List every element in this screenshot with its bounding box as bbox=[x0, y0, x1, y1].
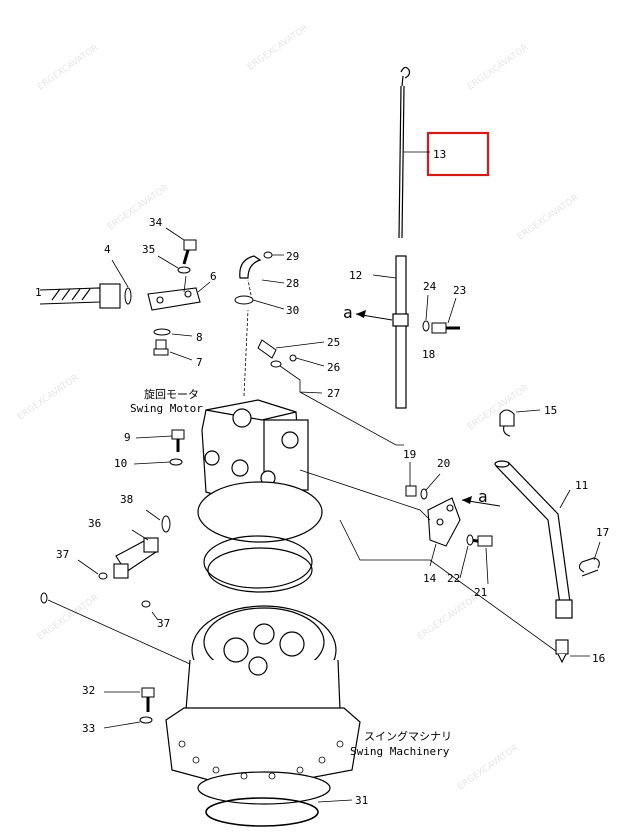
washer-22 bbox=[466, 534, 474, 546]
callout-24: 24 bbox=[423, 280, 437, 293]
callout-17: 17 bbox=[596, 526, 609, 539]
callout-27: 27 bbox=[327, 387, 340, 400]
pipe-11 bbox=[494, 460, 573, 619]
watermark: ERGEXCAVATOR bbox=[246, 23, 311, 72]
watermark: ERGEXCAVATOR bbox=[16, 373, 81, 422]
plug-26 bbox=[289, 354, 297, 362]
callout-12: 12 bbox=[349, 269, 362, 282]
callout-11: 11 bbox=[575, 479, 588, 492]
callout-25: 25 bbox=[327, 336, 340, 349]
callout-6: 6 bbox=[210, 270, 217, 283]
o-ring-30 bbox=[234, 295, 254, 305]
o-ring-motor bbox=[203, 535, 313, 589]
watermark: ERGEXCAVATOR bbox=[516, 193, 581, 242]
callout-1: 1 bbox=[35, 286, 42, 299]
hose-1 bbox=[39, 283, 121, 309]
watermark: ERGEXCAVATOR bbox=[466, 383, 531, 432]
watermark: ERGEXCAVATOR bbox=[466, 43, 531, 92]
swing-machinery-body bbox=[165, 605, 361, 805]
washer-35 bbox=[177, 266, 191, 274]
callout-29: 29 bbox=[286, 250, 299, 263]
callout-19: 19 bbox=[403, 448, 416, 461]
callout-18: 18 bbox=[422, 348, 435, 361]
view-marker-a-lower: a bbox=[478, 487, 488, 506]
bolt-ring bbox=[178, 740, 344, 780]
washer-20 bbox=[420, 488, 428, 500]
watermark: ERGEXCAVATOR bbox=[456, 743, 521, 792]
cap-15 bbox=[499, 409, 515, 437]
o-ring-31 bbox=[205, 797, 319, 827]
bolt-32 bbox=[141, 687, 155, 712]
view-arrow-a-upper bbox=[355, 310, 393, 321]
bolt-34 bbox=[182, 239, 197, 265]
callout-20: 20 bbox=[437, 457, 450, 470]
callout-16: 16 bbox=[592, 652, 605, 665]
callout-30: 30 bbox=[286, 304, 299, 317]
callout-37-right: 37 bbox=[157, 617, 170, 630]
swing-motor-label-jp: 旋回モータ bbox=[144, 387, 199, 401]
o-ring-27 bbox=[270, 360, 282, 368]
bolt-9 bbox=[171, 429, 185, 452]
callout-13: 13 bbox=[433, 148, 446, 161]
washer-10 bbox=[169, 458, 183, 466]
callout-34: 34 bbox=[149, 216, 163, 229]
callout-15: 15 bbox=[544, 404, 557, 417]
o-ring-5 bbox=[40, 592, 48, 604]
callout-38: 38 bbox=[120, 493, 133, 506]
o-ring-37-right bbox=[141, 600, 151, 608]
highlight-box bbox=[426, 131, 490, 177]
fitting-25 bbox=[257, 339, 277, 359]
block-6 bbox=[147, 287, 201, 311]
clamp-17 bbox=[578, 557, 600, 577]
callout-32: 32 bbox=[82, 684, 95, 697]
callout-21: 21 bbox=[474, 586, 487, 599]
gauge-pipe-12 bbox=[392, 255, 409, 409]
dipstick-13 bbox=[398, 66, 411, 239]
o-ring-4 bbox=[124, 287, 132, 305]
swing-motor-label-en: Swing Motor bbox=[130, 402, 203, 415]
callout-36: 36 bbox=[88, 517, 101, 530]
callout-22: 22 bbox=[447, 572, 460, 585]
callout-35: 35 bbox=[142, 243, 155, 256]
plug-29 bbox=[263, 251, 273, 259]
callout-4: 4 bbox=[104, 243, 111, 256]
bolt-23 bbox=[431, 322, 460, 334]
bracket-14 bbox=[427, 497, 461, 547]
watermark: ERGEXCAVATOR bbox=[36, 593, 101, 642]
view-marker-a-upper: a bbox=[343, 303, 353, 322]
callout-10: 10 bbox=[114, 457, 127, 470]
valve-36 bbox=[113, 537, 159, 579]
view-arrow-a-lower bbox=[461, 496, 501, 507]
watermark: ERGEXCAVATOR bbox=[416, 593, 481, 642]
washer-24 bbox=[422, 320, 430, 332]
callout-14: 14 bbox=[423, 572, 437, 585]
o-ring-37-left bbox=[98, 572, 108, 580]
nut-19 bbox=[405, 485, 417, 497]
callout-23: 23 bbox=[453, 284, 466, 297]
callout-37-left: 37 bbox=[56, 548, 69, 561]
swing-machinery-label-en: Swing Machinery bbox=[350, 745, 450, 758]
callout-28: 28 bbox=[286, 277, 299, 290]
callout-31: 31 bbox=[355, 794, 368, 807]
callout-26: 26 bbox=[327, 361, 340, 374]
o-ring-8 bbox=[153, 328, 171, 336]
elbow-28 bbox=[239, 255, 262, 279]
callout-33: 33 bbox=[82, 722, 95, 735]
callout-9: 9 bbox=[124, 431, 131, 444]
washer-33 bbox=[139, 716, 153, 724]
callout-7: 7 bbox=[196, 356, 203, 369]
swing-machinery-label-jp: スイングマシナリ bbox=[364, 729, 452, 743]
plug-7 bbox=[153, 339, 169, 356]
watermark: ERGEXCAVATOR bbox=[36, 43, 101, 92]
swing-motor-body bbox=[197, 399, 323, 593]
sensor-16 bbox=[555, 639, 569, 664]
o-ring-38 bbox=[161, 515, 171, 533]
callout-8: 8 bbox=[196, 331, 203, 344]
